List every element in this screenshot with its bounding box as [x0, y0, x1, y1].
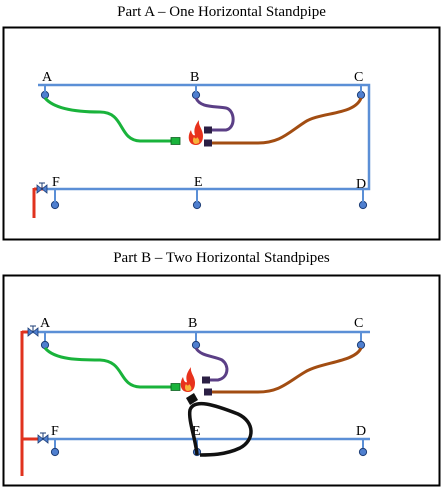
part-b-outlet-c — [356, 340, 366, 350]
part-a-hose-b — [194, 97, 235, 132]
part-b-fire-icon — [180, 367, 195, 392]
part-a-outlet-d — [358, 200, 368, 210]
part-b-hose-c — [212, 347, 363, 394]
part-b-title: Part B – Two Horizontal Standpipes — [113, 250, 330, 266]
part-b-nozzle-e — [186, 393, 198, 405]
part-b-nozzle-b — [202, 376, 210, 384]
part-a-outlet-stems — [44, 85, 364, 202]
part-a-hose-a — [43, 96, 172, 143]
part-a-label-e: E — [194, 175, 203, 190]
part-a-nozzle-a — [170, 137, 181, 145]
part-a-label-f: F — [52, 175, 60, 190]
part-a-outlet-f — [50, 200, 60, 210]
part-b-outlet-b — [191, 340, 201, 350]
part-a-outlet-b — [191, 90, 201, 100]
part-b-outlet-a — [40, 340, 50, 350]
part-a-valve-icon — [36, 182, 48, 194]
part-a-outlet-a — [40, 90, 50, 100]
part-a-outlet-c — [356, 90, 366, 100]
part-a-label-b: B — [190, 70, 199, 85]
part-a-outlet-e — [192, 200, 202, 210]
part-b-nozzle-a — [170, 383, 181, 391]
part-b-nozzle-c — [204, 388, 212, 396]
part-b-label-a: A — [40, 316, 51, 331]
part-a-nozzle-b — [204, 126, 212, 134]
part-a-label-a: A — [42, 70, 53, 85]
part-a-label-d: D — [356, 177, 366, 192]
part-b-hose-a — [43, 346, 172, 389]
part-a-fire-icon — [188, 120, 203, 145]
part-b-hose-b — [194, 347, 229, 382]
part-b-label-b: B — [188, 316, 197, 331]
part-a-standpipe-loop — [38, 83, 371, 191]
part-a-title: Part A – One Horizontal Standpipe — [117, 4, 326, 20]
part-b-hose-e — [187, 401, 253, 457]
part-b-outlet-f — [50, 447, 60, 457]
part-a-frame — [2, 26, 441, 241]
part-b-label-e: E — [192, 424, 201, 439]
part-a-hose-c — [212, 97, 363, 145]
part-a-nozzle-c — [204, 139, 212, 147]
part-b-valve-lower-icon — [37, 432, 49, 444]
part-b-outlet-d — [358, 447, 368, 457]
part-b-label-f: F — [51, 424, 59, 439]
part-b-valve-upper-icon — [27, 325, 39, 337]
part-b-label-d: D — [356, 424, 366, 439]
part-b-frame — [2, 274, 441, 487]
part-b-label-c: C — [354, 316, 363, 331]
part-a-label-c: C — [354, 70, 363, 85]
